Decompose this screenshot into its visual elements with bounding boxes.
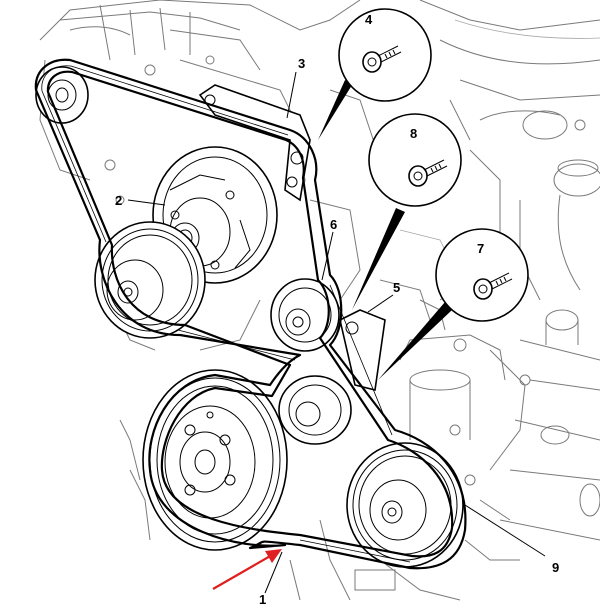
bolt-icon <box>408 159 448 187</box>
callout-1: 1 <box>259 592 266 606</box>
callout-9: 9 <box>552 560 559 575</box>
callout-3: 3 <box>298 56 305 71</box>
callout-8: 8 <box>410 126 417 141</box>
callout-7: 7 <box>477 241 484 256</box>
callout-5: 5 <box>393 280 400 295</box>
compressor-pulley <box>346 442 464 568</box>
idler-pulley <box>270 278 340 352</box>
callout-bubble-8 <box>352 113 462 310</box>
bolt-icon <box>362 45 402 73</box>
lower-idler-pulley <box>278 375 352 445</box>
callout-labels: 1 2 3 4 5 6 7 8 9 <box>115 12 559 606</box>
tensioner-bracket <box>198 84 311 202</box>
red-pointer-arrow <box>212 549 282 590</box>
callout-2: 2 <box>115 193 122 208</box>
bolt-icon <box>473 272 513 300</box>
callout-4: 4 <box>365 12 373 27</box>
callout-bubble-4 <box>318 8 432 140</box>
left-grooved-pulley <box>94 221 206 339</box>
crankshaft-pulley <box>142 369 288 551</box>
drive-belt <box>34 58 467 570</box>
callout-6: 6 <box>330 217 337 232</box>
leader-lines <box>127 71 546 594</box>
callout-bubble-7 <box>378 228 529 380</box>
